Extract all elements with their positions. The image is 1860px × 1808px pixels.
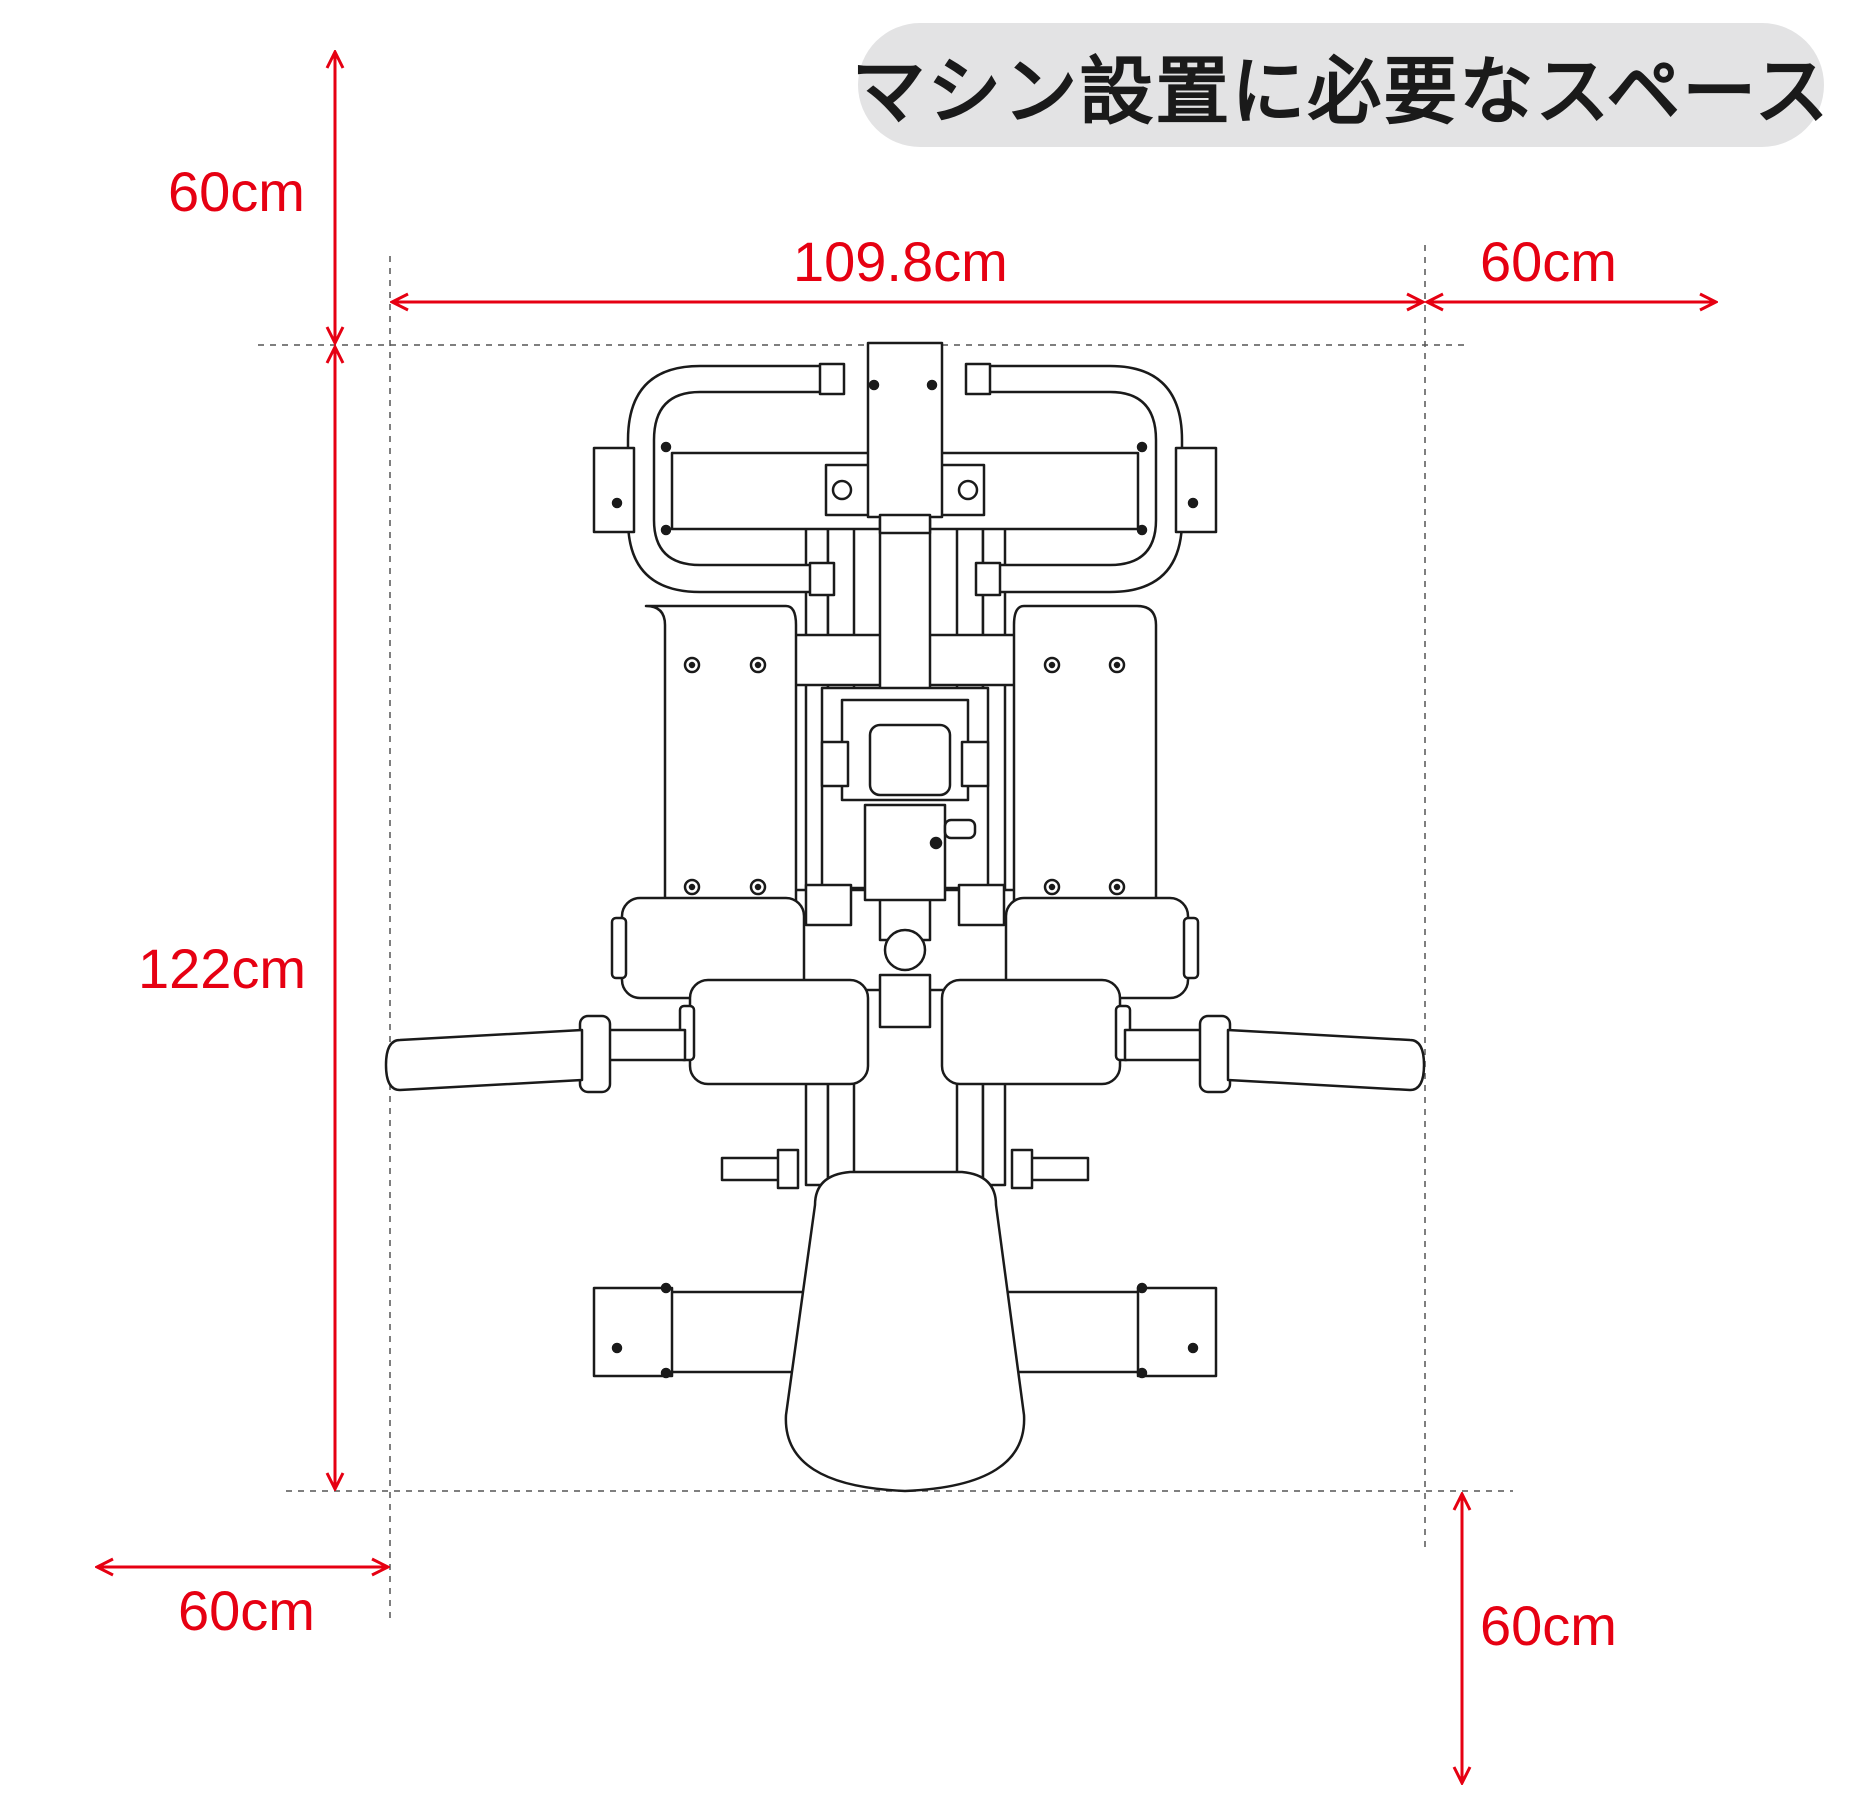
- label-clearance-left: 60cm: [178, 1579, 315, 1642]
- handle-shaft-left: [603, 1028, 687, 1062]
- bolt-block-right: [957, 883, 1006, 927]
- handle-end-cap-bl: [808, 561, 836, 597]
- seat-pad: [784, 1170, 1026, 1493]
- pivot-knob: [883, 928, 927, 972]
- bracket-top-left: [592, 446, 636, 534]
- adjust-knob: [943, 818, 977, 840]
- mechanism-side-left: [820, 740, 850, 788]
- pin-right-collar: [1010, 1148, 1034, 1190]
- handle-grip-left: [384, 1028, 584, 1092]
- roller-lower-left: [688, 978, 870, 1086]
- handle-collar-left: [578, 1014, 612, 1094]
- top-cap-foot: [878, 513, 932, 535]
- label-clearance-top: 60cm: [168, 160, 305, 223]
- bracket-bottom-left: [592, 1286, 674, 1378]
- pin-left-collar: [776, 1148, 800, 1190]
- top-handle-right: [973, 364, 1184, 594]
- roller-cap-ur: [1182, 916, 1200, 980]
- roller-cap-ul: [610, 916, 628, 980]
- handle-end-cap-tl: [818, 362, 846, 396]
- top-cap-block: [866, 341, 944, 519]
- roller-lower-right: [940, 978, 1122, 1086]
- machine-drawing: [384, 341, 1426, 1493]
- pivot-base: [878, 973, 932, 1029]
- handle-end-cap-tr: [964, 362, 992, 396]
- bracket-bottom-right: [1136, 1286, 1218, 1378]
- dimension-arrows: [97, 52, 1716, 1783]
- page-title: マシン設置に必要なスペース: [851, 48, 1831, 135]
- pin-left: [720, 1156, 784, 1182]
- handle-shaft-right: [1123, 1028, 1207, 1062]
- pin-right: [1026, 1156, 1090, 1182]
- label-clearance-bottom: 60cm: [1480, 1594, 1617, 1657]
- title-badge: マシン設置に必要なスペース: [851, 23, 1829, 147]
- bolt-block-left: [804, 883, 853, 927]
- mechanism-cylinder: [868, 723, 952, 797]
- handle-collar-right: [1198, 1014, 1232, 1094]
- mechanism-side-right: [960, 740, 990, 788]
- top-handle-left: [626, 364, 837, 594]
- handle-grip-right: [1226, 1028, 1426, 1092]
- label-clearance-right: 60cm: [1480, 230, 1617, 293]
- back-pad-right: [1012, 604, 1158, 907]
- bracket-top-right: [1174, 446, 1218, 534]
- mechanism-slider: [863, 803, 947, 902]
- handle-end-cap-br: [974, 561, 1002, 597]
- label-machine-length: 122cm: [138, 937, 307, 1000]
- back-pad-left: [644, 604, 798, 907]
- label-machine-width: 109.8cm: [793, 230, 1008, 293]
